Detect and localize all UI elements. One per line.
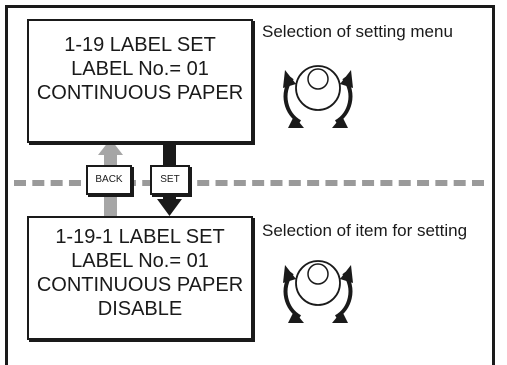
divider-dashed-line (14, 180, 484, 186)
lcd-line: LABEL No.= 01 (71, 58, 209, 80)
lcd-line: LABEL No.= 01 (71, 250, 209, 272)
rotary-dial-icon (283, 260, 353, 323)
lcd-line: 1-19-1 LABEL SET (55, 226, 225, 248)
lcd-panel-item-setting: 1-19-1 LABEL SET LABEL No.= 01 CONTINUOU… (27, 216, 253, 340)
lcd-line: 1-19 LABEL SET (64, 34, 216, 56)
back-button[interactable]: BACK (86, 165, 132, 195)
caption-item-setting: Selection of item for setting (262, 221, 468, 240)
lcd-line: DISABLE (97, 298, 183, 320)
lcd-line: CONTINUOUS PAPER (36, 274, 244, 296)
rotary-dial-icon (283, 65, 353, 128)
diagram-frame (5, 5, 495, 365)
lcd-panel-setting-menu: 1-19 LABEL SET LABEL No.= 01 CONTINUOUS … (27, 19, 253, 143)
lcd-line: CONTINUOUS PAPER (36, 82, 244, 104)
caption-setting-menu: Selection of setting menu (262, 22, 453, 41)
diagram: 1-19 LABEL SET LABEL No.= 01 CONTINUOUS … (5, 5, 495, 365)
set-button[interactable]: SET (150, 165, 190, 195)
